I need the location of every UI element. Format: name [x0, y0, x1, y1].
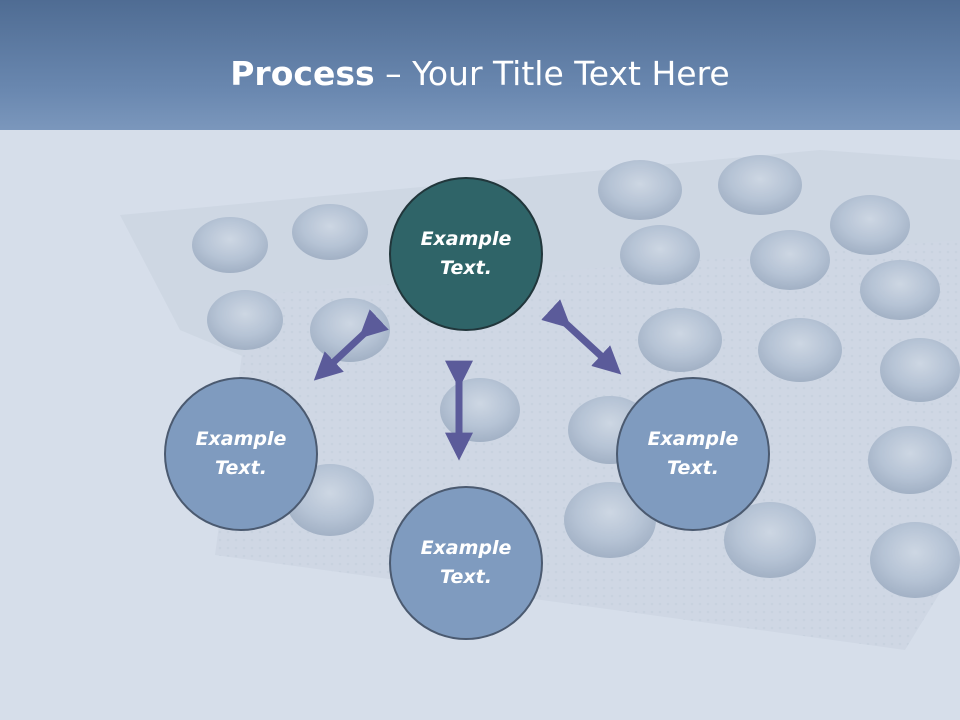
- node-right: Example Text.: [616, 377, 770, 531]
- page-title: Process – Your Title Text Here: [0, 50, 960, 98]
- node-center-text: Example Text.: [420, 228, 512, 279]
- node-left: Example Text.: [164, 377, 318, 531]
- node-right-text: Example Text.: [647, 428, 739, 479]
- title-bold: Process: [230, 54, 375, 93]
- arrow-center-right: [541, 299, 622, 375]
- arrow-center-left: [313, 309, 389, 381]
- title-rest: – Your Title Text Here: [374, 54, 730, 93]
- node-bottom-text: Example Text.: [420, 537, 512, 588]
- node-left-text: Example Text.: [195, 428, 287, 479]
- title-bar: [0, 0, 960, 130]
- node-bottom: Example Text.: [389, 486, 543, 640]
- node-center: Example Text.: [389, 177, 543, 331]
